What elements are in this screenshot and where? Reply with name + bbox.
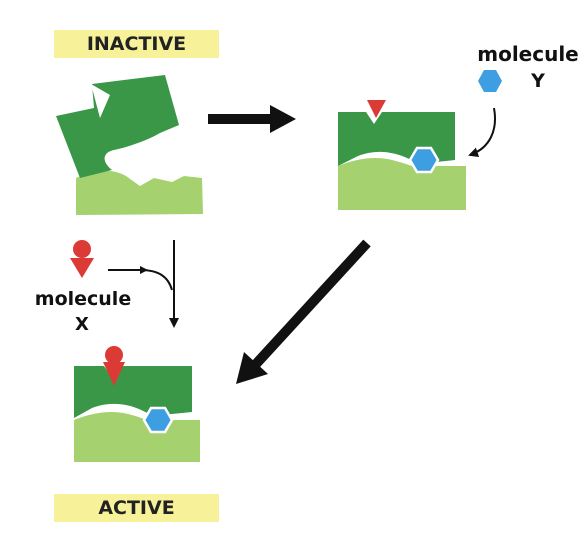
molecule-x-droplet xyxy=(70,240,94,278)
active-site-molecule-y-bound xyxy=(142,406,174,434)
inactive-lower-subunit xyxy=(76,170,203,215)
inactive-enzyme xyxy=(56,75,203,215)
inactive-label: INACTIVE xyxy=(54,30,219,58)
molecule-x-arrow xyxy=(108,240,179,328)
inactive-upper-subunit xyxy=(56,75,179,178)
molecule-y-hexagon xyxy=(478,70,502,92)
molecule-y-binding-arrow xyxy=(468,107,496,158)
active-enzyme xyxy=(74,346,200,462)
allosteric-site-molecule-x xyxy=(103,346,125,386)
active-site-molecule-y xyxy=(408,146,440,174)
transition-arrow-diagonal xyxy=(236,239,371,384)
transition-arrow-right xyxy=(208,105,296,133)
molecule-x-label: molecule xyxy=(34,288,132,310)
enzyme-with-y xyxy=(338,100,466,210)
inactive-upper-notch xyxy=(91,84,110,118)
molecule-y-label: molecule xyxy=(477,42,579,66)
active-lower-subunit xyxy=(74,412,200,462)
allosteric-site-empty xyxy=(367,100,386,118)
active-label: ACTIVE xyxy=(54,494,219,522)
molecule-x-letter: X xyxy=(75,314,89,335)
enzyme-y-lower-subunit xyxy=(338,158,466,210)
active-upper-subunit xyxy=(74,366,192,418)
molecule-y-letter: Y xyxy=(531,70,545,92)
